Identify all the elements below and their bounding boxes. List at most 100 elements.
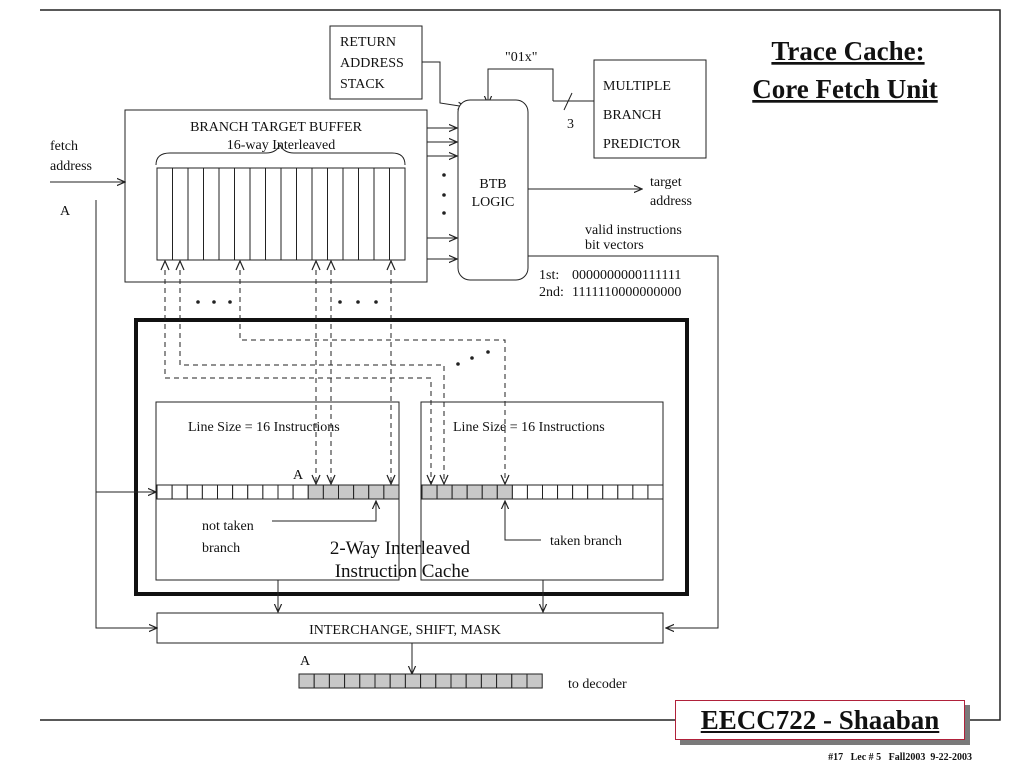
ellipsis-dot [228,300,232,304]
cache-line-cell [587,484,604,500]
valid-bits-label-1: valid instructions [585,223,682,238]
cache-line-cell [322,484,339,500]
btb-bank [203,167,220,261]
output-line-cell [526,673,543,689]
taken-branch-pointer [505,501,541,541]
arrowhead [311,474,321,486]
output-line-cell [480,673,498,689]
mbp-line-2: BRANCH [603,108,661,123]
btb-bank [342,167,359,261]
btb-bank [311,167,328,261]
cache-line-cell [247,484,264,500]
output-line-cell [313,673,330,689]
cache-line-cell [156,484,173,500]
btb-bank [249,167,266,261]
multiple-branch-predictor-box [593,59,707,159]
cache-line-cell [262,484,279,500]
ellipsis-dot [356,300,360,304]
cache-line-cell [647,484,664,500]
cache-line-cell [421,484,438,500]
output-line-cell [420,673,437,689]
cache-line-cell [496,484,513,500]
btb-bank [265,167,282,261]
slide-title-line-2: Core Fetch Unit [752,74,937,104]
output-line-cell [374,673,391,689]
btb-ellipsis-dot [442,193,446,197]
cache-line-cell [201,484,218,500]
fetch-address-to-interchange-arrow [95,492,157,628]
bus-width-slash [563,92,573,111]
line-size-label-left: Line Size = 16 Instructions [188,420,340,435]
target-address-label-1: target [650,175,682,190]
cache-lines [156,484,664,500]
btb-title: BRANCH TARGET BUFFER [190,120,363,135]
btb-bank [327,167,344,261]
arrowhead [439,474,449,486]
arrowhead [426,474,436,486]
arrowhead [235,259,245,271]
arrowhead [175,259,185,271]
btb-logic-line-1: BTB [479,177,506,192]
cache-label-2: Instruction Cache [335,561,470,582]
output-line-cell [328,673,346,689]
btb-cache-index-lines [164,270,506,483]
ellipsis-dot [470,356,474,360]
cache-line-cell [383,484,400,500]
btb-bank [373,167,390,261]
btb-to-logic-arrows [427,128,457,259]
cache-line-cell [307,484,324,500]
cache-line-cell [526,484,543,500]
bit-vector-1-bits: 0000000000111111 [572,268,681,283]
output-line-cell [465,673,482,689]
output-instruction-line [298,673,543,689]
ras-line-2: ADDRESS [340,56,404,71]
slide-frame [40,9,1001,721]
cache-line-cell [617,484,634,500]
not-taken-branch-pointer [272,501,376,522]
btb-logic-line-2: LOGIC [472,195,515,210]
index-line [239,270,506,483]
bit-vector-1-name: 1st: [539,268,559,283]
output-line-cell [435,673,452,689]
predictor-input-label: "01x" [505,50,537,65]
ellipsis-dot [338,300,342,304]
arrowhead [326,259,336,271]
btb-bank [172,167,189,261]
arrowhead [500,474,510,486]
cache-line-cell [186,484,203,500]
cache-line-cell [542,484,559,500]
arrowhead [311,259,321,271]
mbp-line-1: MULTIPLE [603,79,671,94]
arrowhead [386,474,396,486]
output-line-cell [404,673,422,689]
btb-ellipsis-dot [442,211,446,215]
instruction-cache-box [134,318,689,596]
slide-title-line-1: Trace Cache: [771,36,924,66]
arrowhead [326,474,336,486]
ellipsis-dot [486,350,490,354]
fetch-address-label-2: address [50,159,92,174]
fetch-address-var: A [60,204,71,219]
cache-line-cell [171,484,188,500]
ellipsis-dot [212,300,216,304]
cache-line-cell [511,484,528,500]
index-line [179,270,445,483]
cache-line-cell [217,484,234,500]
output-line-cell [298,673,315,689]
ellipsis-dot [374,300,378,304]
btb-bank [234,167,251,261]
not-taken-label-2: branch [202,541,240,556]
to-decoder-label: to decoder [568,677,627,692]
btb-bank [187,167,204,261]
mbp-line-3: PREDICTOR [603,137,681,152]
output-line-cell [496,673,513,689]
fetch-address-label-1: fetch [50,139,78,154]
output-line-cell [344,673,361,689]
btb-ellipsis-dot [442,173,446,177]
index-ellipsis-dots [196,300,490,366]
cache-line-cell [368,484,385,500]
cache-line-cell [338,484,355,500]
btb-bank [358,167,375,261]
